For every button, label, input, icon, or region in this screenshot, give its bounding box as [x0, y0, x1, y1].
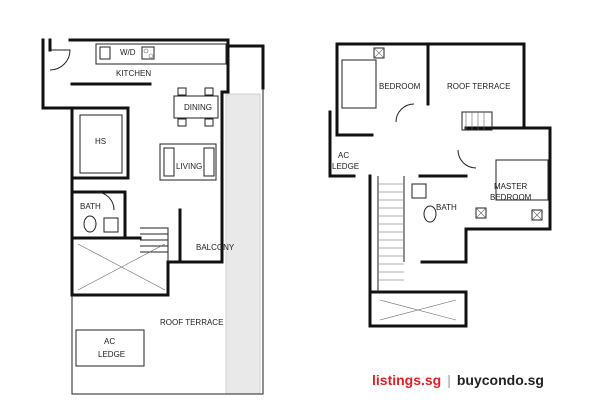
lower-bath-label: BATH — [80, 202, 101, 211]
upper-bath-basin — [411, 183, 427, 199]
lower-ac-ledge-box — [75, 329, 145, 367]
master-side-cross-icon — [531, 209, 543, 221]
lower-ledge-label: LEDGE — [98, 350, 125, 359]
dining-chair — [204, 118, 214, 127]
kitchen-hob — [141, 46, 155, 60]
entry-door-swing — [49, 49, 71, 71]
upper-roof-terrace-label: ROOF TERRACE — [447, 82, 510, 91]
hob-burner-icon — [148, 53, 154, 59]
bedroom-left-wall — [335, 42, 374, 137]
lower-stairs — [140, 227, 169, 262]
wd-label: W/D — [120, 48, 136, 57]
lower-roof-terrace-outline — [71, 88, 264, 395]
master-bed — [495, 159, 549, 201]
bedroom-door-swing — [395, 103, 415, 123]
upper-ac-label: AC — [338, 151, 349, 160]
lower-inner-right-wall — [220, 44, 230, 212]
upper-top-wall — [335, 42, 526, 130]
dining-chair — [177, 118, 187, 127]
lower-roof-terrace-label: ROOF TERRACE — [160, 318, 223, 327]
hs-room-wall — [70, 106, 130, 180]
upper-stair-treads — [378, 183, 404, 281]
upper-bottom-landing-wall — [368, 290, 468, 328]
upper-bath-toilet — [423, 205, 437, 223]
upper-bath-label: BATH — [436, 203, 457, 212]
watermark: listings.sg | buycondo.sg — [372, 372, 544, 388]
lower-floor-plan — [41, 38, 265, 395]
sofa-cushion — [163, 147, 175, 177]
dining-table — [173, 95, 219, 119]
void-cross-lines — [77, 243, 166, 291]
upper-stair-landing — [461, 111, 493, 131]
kitchen-sink — [99, 46, 111, 60]
sofa-cushion — [203, 147, 215, 177]
hob-burner-icon — [143, 48, 149, 54]
master-wardrobe-cross-icon — [475, 207, 487, 219]
bath-toilet — [83, 215, 97, 233]
bath-door-swing — [95, 191, 115, 211]
dining-label: DINING — [184, 103, 212, 112]
upper-ac-wall — [328, 110, 356, 178]
master-bedroom-wall — [420, 126, 552, 264]
kitchen-counter — [95, 43, 227, 65]
watermark-separator: | — [447, 372, 451, 388]
upper-landing-cross-lines — [379, 299, 457, 321]
bath-basin — [103, 217, 119, 233]
living-label: LIVING — [176, 162, 202, 171]
wardrobe-cross-icon — [373, 47, 385, 59]
bedroom-bed — [341, 59, 377, 109]
upper-ledge-label: LEDGE — [332, 162, 359, 171]
lower-left-wall — [41, 38, 170, 297]
watermark-site-a: listings.sg — [372, 372, 442, 388]
balcony-wall — [178, 208, 224, 264]
watermark-site-b: buycondo.sg — [456, 372, 544, 388]
balcony-label: BALCONY — [196, 243, 235, 252]
bedroom-label: BEDROOM — [379, 82, 421, 91]
kitchen-label: KITCHEN — [116, 69, 151, 78]
master-label: MASTER — [494, 182, 528, 191]
lower-ac-label: AC — [104, 337, 115, 346]
dining-chair — [177, 87, 187, 96]
upper-stair-stringers — [377, 176, 405, 292]
upper-landing-treads — [465, 112, 485, 130]
master-bedroom-label: BEDROOM — [490, 193, 532, 202]
planter-strip — [225, 93, 261, 395]
bath-wall — [70, 190, 127, 238]
dining-chair — [204, 87, 214, 96]
hs-label: HS — [95, 137, 106, 146]
lower-stair-wall — [166, 260, 182, 297]
master-door-swing — [457, 149, 477, 169]
upper-floor-plan — [328, 42, 552, 328]
hs-room-outline — [79, 114, 123, 174]
